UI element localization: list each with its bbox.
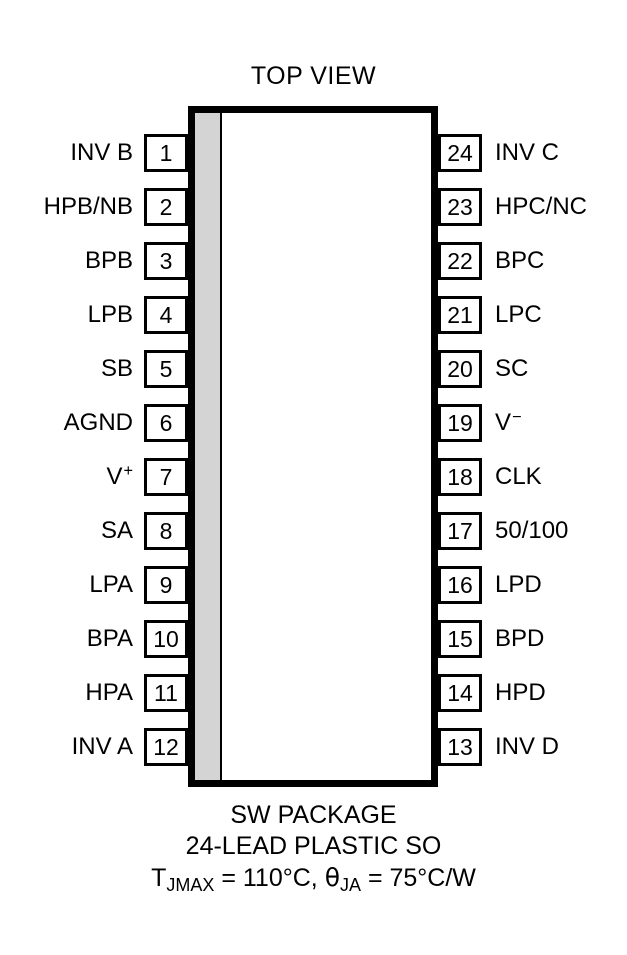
pin-number-box: 23 [438, 188, 482, 226]
pin-number-box: 7 [144, 458, 188, 496]
pin-number-box: 2 [144, 188, 188, 226]
pin-row: V+7 [0, 458, 188, 496]
pin-number-box: 16 [438, 566, 482, 604]
pin-number-box: 18 [438, 458, 482, 496]
pin-signal-text: V [495, 409, 512, 436]
package-caption: SW PACKAGE 24-LEAD PLASTIC SO TJMAX = 11… [0, 800, 627, 894]
pin-signal-label: SC [495, 355, 529, 382]
pin-number-box: 10 [144, 620, 188, 658]
tjmax-subscript: JMAX [166, 875, 215, 896]
pin-row: INV B 1 [0, 134, 188, 172]
pin-row: HPB/NB 2 [0, 188, 188, 226]
pin-signal-label: HPA [85, 679, 133, 706]
pin-number-box: 22 [438, 242, 482, 280]
pin-row: HPA 11 [0, 674, 188, 712]
pin-row: AGND 6 [0, 404, 188, 442]
pin-signal-label: CLK [495, 463, 542, 490]
pin-number-box: 21 [438, 296, 482, 334]
pin-signal-label: INV A [71, 733, 133, 760]
pin-signal-label: HPB/NB [43, 193, 133, 220]
pin-signal-label: INV D [495, 733, 560, 760]
pin-one-notch-stripe [195, 113, 222, 780]
ic-package-body [188, 106, 438, 787]
pin-number-box: 13 [438, 728, 482, 766]
pin-signal-label: SB [100, 355, 133, 382]
caption-thermal-spec: TJMAX = 110°C, θJA = 75°C/W [0, 862, 627, 894]
pin-signal-label: V− [495, 407, 522, 436]
pin-signal-superscript: + [123, 461, 133, 480]
pin-signal-label: BPD [495, 625, 545, 652]
pin-signal-label: BPA [86, 625, 133, 652]
pin-signal-label: V+ [106, 461, 133, 490]
pin-row: 20 SC [438, 350, 627, 388]
pin-row: 21 LPC [438, 296, 627, 334]
pin-row: 24 INV C [438, 134, 627, 172]
pin-number-box: 14 [438, 674, 482, 712]
pin-number-box: 15 [438, 620, 482, 658]
pin-row: BPB 3 [0, 242, 188, 280]
pin-signal-label: HPC/NC [495, 193, 588, 220]
pin-row: LPB 4 [0, 296, 188, 334]
pin-signal-label: INV B [70, 139, 133, 166]
pin-number-box: 17 [438, 512, 482, 550]
pin-row: BPA 10 [0, 620, 188, 658]
pin-number-box: 20 [438, 350, 482, 388]
pin-row: INV A 12 [0, 728, 188, 766]
pin-number-box: 8 [144, 512, 188, 550]
top-view-heading: TOP VIEW [250, 62, 377, 90]
pin-number-box: 3 [144, 242, 188, 280]
tjmax-value: = 110°C, [214, 864, 325, 892]
pin-signal-label: INV C [495, 139, 560, 166]
caption-lead-count: 24-LEAD PLASTIC SO [185, 832, 442, 860]
pin-signal-label: SA [100, 517, 133, 544]
pin-row: 13 INV D [438, 728, 627, 766]
pin-number-box: 19 [438, 404, 482, 442]
pin-signal-label: LPB [87, 301, 133, 328]
pin-signal-text: V [106, 463, 123, 490]
pin-signal-label: LPD [495, 571, 542, 598]
pin-number-box: 11 [144, 674, 188, 712]
tjmax-symbol: T [151, 864, 167, 892]
pin-number-box: 9 [144, 566, 188, 604]
pin-signal-label: AGND [63, 409, 133, 436]
pin-row: 19 V− [438, 404, 627, 442]
theta-symbol: θ [324, 863, 340, 892]
pin-signal-label: BPC [495, 247, 545, 274]
pin-row: 23 HPC/NC [438, 188, 627, 226]
theta-value: = 75°C/W [361, 864, 476, 892]
pin-number-box: 4 [144, 296, 188, 334]
pin-number-box: 1 [144, 134, 188, 172]
pin-row: SB 5 [0, 350, 188, 388]
pin-row: 17 50/100 [438, 512, 627, 550]
pin-row: 16 LPD [438, 566, 627, 604]
pin-row: SA 8 [0, 512, 188, 550]
pin-signal-label: BPB [84, 247, 133, 274]
pin-row: 18 CLK [438, 458, 627, 496]
pin-row: LPA 9 [0, 566, 188, 604]
pin-number-box: 24 [438, 134, 482, 172]
pin-signal-label: LPA [89, 571, 133, 598]
pin-row: 15 BPD [438, 620, 627, 658]
pin-signal-label: HPD [495, 679, 546, 706]
theta-subscript: JA [339, 875, 361, 896]
pin-signal-superscript: − [512, 407, 522, 426]
pin-row: 22 BPC [438, 242, 627, 280]
pin-number-box: 5 [144, 350, 188, 388]
pin-row: 14 HPD [438, 674, 627, 712]
pin-number-box: 12 [144, 728, 188, 766]
caption-package-name: SW PACKAGE [230, 801, 397, 829]
pin-signal-label: LPC [495, 301, 542, 328]
pin-number-box: 6 [144, 404, 188, 442]
pin-signal-label: 50/100 [495, 517, 569, 544]
